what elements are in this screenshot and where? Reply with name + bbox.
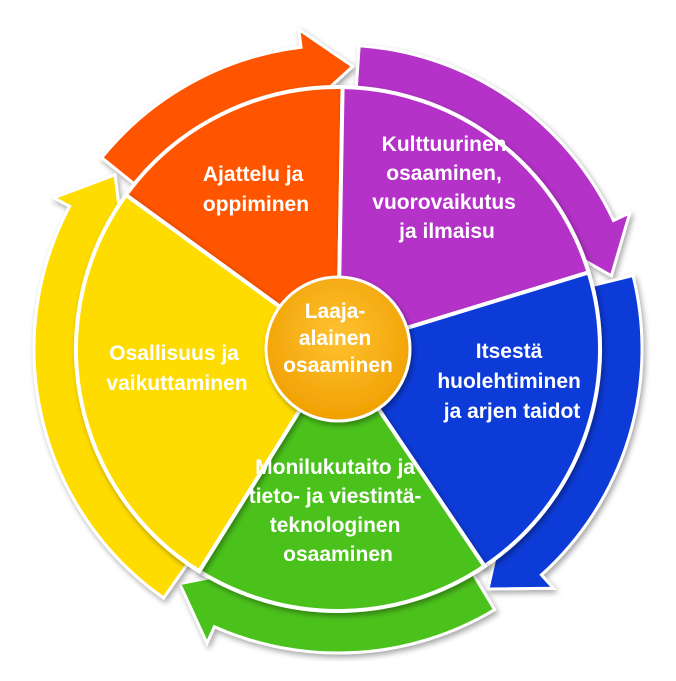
monilukutaito-line-3: teknologinen: [270, 514, 401, 537]
segment-labels: Ajattelu ja oppiminen Kulttuurinen osaam…: [106, 133, 586, 566]
osallisuus-line-2: vaikuttaminen: [106, 372, 247, 395]
center-label-line-2: alainen: [299, 327, 371, 350]
itsesta-line-2: huolehtiminen: [437, 370, 581, 393]
segment-label-monilukutaito: Monilukutaito ja tieto- ja viestintä- te…: [249, 456, 428, 566]
osallisuus-line-1: Osallisuus ja: [109, 342, 239, 365]
segment-label-itsesta: Itsestä huolehtiminen ja arjen taidot: [437, 340, 586, 423]
segment-monilukutaito: [196, 345, 488, 613]
ajattelu-line-1: Ajattelu ja: [203, 163, 304, 186]
segment-kulttuurinen: [335, 84, 592, 352]
segment-label-kulttuurinen: Kulttuurinen osaaminen, vuorovaikutus ja…: [372, 133, 521, 243]
itsesta-line-3: ja arjen taidot: [443, 400, 581, 423]
center-circle: [264, 275, 412, 423]
center-label: Laaja- alainen osaaminen: [283, 300, 393, 377]
kulttuurinen-line-3: vuorovaikutus: [372, 191, 516, 214]
ajattelu-line-2: oppiminen: [203, 193, 309, 216]
monilukutaito-line-2: tieto- ja viestintä-: [249, 485, 422, 508]
monilukutaito-line-1: Monilukutaito ja: [255, 456, 415, 479]
segment-osallisuus: [74, 192, 341, 574]
itsesta-line-1: Itsestä: [476, 340, 543, 363]
center-label-line-3: osaaminen: [283, 354, 393, 377]
kulttuurinen-line-2: osaaminen,: [386, 162, 502, 185]
kulttuurinen-line-1: Kulttuurinen: [382, 133, 507, 156]
segment-label-osallisuus: Osallisuus ja vaikuttaminen: [106, 342, 247, 395]
center-hub: Laaja- alainen osaaminen: [264, 275, 412, 423]
segment-ajattelu: [123, 84, 345, 353]
wheel-segments: [74, 84, 603, 613]
cycle-arrows: [32, 26, 644, 655]
segment-label-ajattelu: Ajattelu ja oppiminen: [203, 163, 309, 216]
monilukutaito-line-4: osaaminen: [283, 543, 393, 566]
kulttuurinen-line-4: ja ilmaisu: [398, 220, 495, 243]
center-label-line-1: Laaja-: [305, 300, 366, 323]
